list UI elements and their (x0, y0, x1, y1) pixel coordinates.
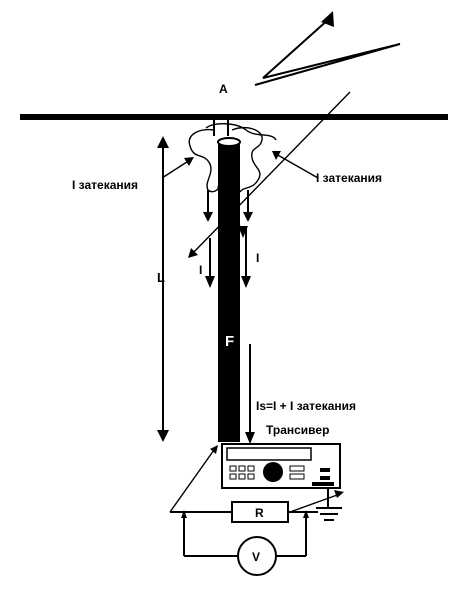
feeder-label: F (225, 333, 234, 350)
current-arrow-center-upper (238, 225, 248, 238)
feeder-cable (218, 142, 240, 442)
tuning-knob-icon (263, 462, 283, 482)
lightning-zigzag-icon (254, 11, 401, 86)
transceiver-box (221, 443, 341, 489)
diagonal-wave-arrow (188, 91, 351, 258)
current-arrow-right (241, 226, 251, 288)
lightning-arrowhead (321, 11, 334, 27)
probe-line-left (169, 445, 218, 513)
voltmeter-label: V (252, 550, 260, 564)
total-current-arrow (245, 344, 255, 444)
length-label: L (157, 270, 165, 285)
length-dimension (157, 136, 169, 442)
transceiver-display (226, 447, 312, 461)
current-label-left: I (199, 263, 202, 277)
probe-line-right (289, 490, 344, 513)
feeder-top (217, 137, 241, 147)
antenna-element (20, 114, 448, 120)
leak-label-right: I затекания (316, 171, 382, 185)
measurement-circuit (170, 501, 318, 576)
current-arrow-left (205, 238, 215, 288)
antenna-label: A (219, 82, 228, 96)
leak-pointer-right (272, 151, 319, 179)
transceiver-label: Трансивер (266, 423, 329, 437)
resistor-label: R (255, 506, 264, 520)
leakage-wiggle-top (205, 123, 277, 141)
current-label-right: I (256, 251, 259, 265)
feed-point (213, 120, 229, 136)
leak-arrow-right (243, 190, 253, 222)
leakage-wiggle-left (188, 128, 219, 193)
leak-arrow-left (203, 190, 213, 222)
total-current-label: Is=I + I затекания (256, 399, 356, 413)
leak-pointer-left (161, 157, 194, 179)
leak-label-left: I затекания (72, 178, 138, 192)
leakage-wiggle-right (231, 126, 263, 193)
